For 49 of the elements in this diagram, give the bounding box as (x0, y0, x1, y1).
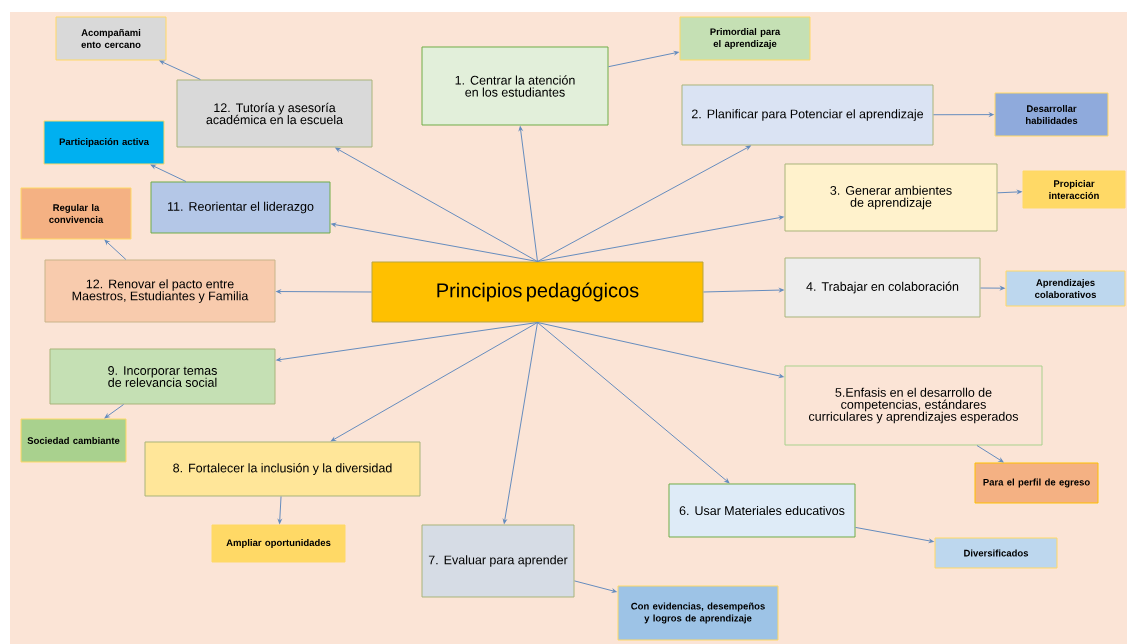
arrow (574, 580, 617, 593)
arrow (276, 322, 538, 362)
topic-box: Principios pedagógicos (371, 261, 704, 323)
arrow (537, 215, 784, 262)
principle-box: 5.Enfasis en el desarrollo de competencias, estándares curriculares y aprendizajes esperados (784, 365, 1043, 446)
arrow (608, 51, 679, 68)
arrow (150, 164, 187, 182)
principle-box: 2. Planificar para Potenciar el aprendizaje (681, 84, 934, 146)
arrow (855, 526, 934, 543)
principle-box: 12. Tutoría y asesoría académica en la escuela (176, 79, 373, 148)
arrow (518, 126, 538, 262)
note-box: Ampliar oportunidades (211, 524, 346, 563)
principle-box: 9. Incorporar temas de relevancia social (49, 348, 276, 405)
arrow (933, 112, 994, 117)
principle-box: 11. Reorientar el liderazgo (150, 181, 331, 234)
arrow (331, 222, 538, 262)
note-box: Para el perfil de egreso (974, 462, 1099, 504)
arrow (276, 289, 372, 294)
arrow (335, 147, 538, 262)
arrow (159, 60, 201, 80)
note-box: Regular la convivencia (20, 187, 132, 240)
principle-box: 8. Fortalecer la inclusión y la diversidad (144, 441, 421, 497)
principle-box: 1. Centrar la atención en los estudiantes (421, 46, 609, 126)
arrow (537, 322, 730, 484)
note-box: Propiciar interacción (1022, 170, 1126, 209)
principle-box: 12. Renovar el pacto entre Maestros, Estudiantes y Familia (44, 259, 276, 323)
principle-box: 4. Trabajar en colaboración (784, 257, 981, 318)
arrow (502, 322, 538, 524)
arrow (980, 286, 1005, 290)
arrow (330, 322, 538, 442)
note-box: Participación activa (43, 120, 165, 165)
note-box: Sociedad cambiante (20, 418, 127, 463)
arrow (537, 145, 751, 262)
note-box: Aprendizajes colaborativos (1005, 270, 1126, 307)
note-box: Desarrollar habilidades (994, 92, 1109, 137)
principle-box: 3. Generar ambientes de aprendizaje (784, 163, 998, 232)
arrow (997, 190, 1022, 194)
principle-box: 6. Usar Materiales educativos (668, 483, 856, 538)
arrow (703, 288, 784, 293)
principle-box: 7. Evaluar para aprender (421, 524, 575, 598)
arrow (104, 404, 125, 419)
arrow (976, 445, 1004, 463)
note-box: Primordial para el aprendizaje (679, 16, 811, 61)
note-box: Con evidencias, desempeños y logros de aprendizaje (617, 585, 779, 641)
arrow (277, 496, 282, 524)
arrow (104, 239, 127, 260)
note-box: Acompañami ento cercano (55, 16, 167, 61)
arrow (537, 322, 784, 378)
note-box: Diversificados (934, 537, 1058, 569)
